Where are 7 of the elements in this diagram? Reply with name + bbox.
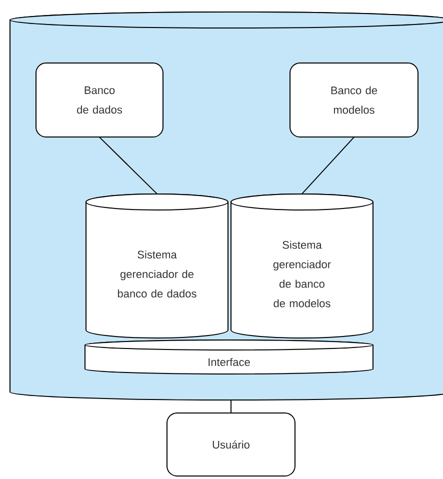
rounded-box: Banco de dados [36,62,164,138]
connector-line [302,136,354,194]
rounded-box: Usuário [166,412,296,476]
rounded-box: Banco de modelos [290,62,418,138]
interface-band: Interface [84,340,374,374]
connector-line [230,400,232,414]
connector-line [99,136,158,194]
